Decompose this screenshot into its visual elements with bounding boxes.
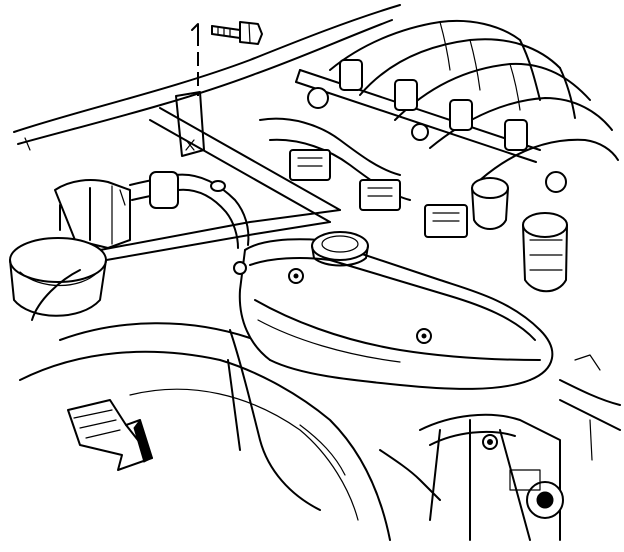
strut-brace bbox=[94, 107, 341, 263]
engine-caps bbox=[471, 171, 568, 293]
bolt-icon bbox=[211, 21, 263, 45]
direction-arrow-icon bbox=[67, 399, 153, 471]
injector-connector bbox=[504, 119, 528, 151]
engine-mount bbox=[379, 354, 621, 541]
coolant-reservoir bbox=[233, 231, 554, 390]
hood-outline bbox=[13, 4, 401, 151]
fender-panel bbox=[19, 322, 391, 541]
injector-connector bbox=[449, 99, 473, 131]
mounting-bracket bbox=[175, 23, 205, 157]
coolant-hose bbox=[129, 171, 250, 249]
intake-manifold bbox=[329, 19, 619, 181]
fuel-rail bbox=[295, 59, 541, 163]
injector-connector bbox=[394, 79, 418, 111]
shock-tower bbox=[9, 179, 131, 321]
injector-connector bbox=[339, 59, 363, 91]
ignition-coils bbox=[259, 117, 468, 238]
